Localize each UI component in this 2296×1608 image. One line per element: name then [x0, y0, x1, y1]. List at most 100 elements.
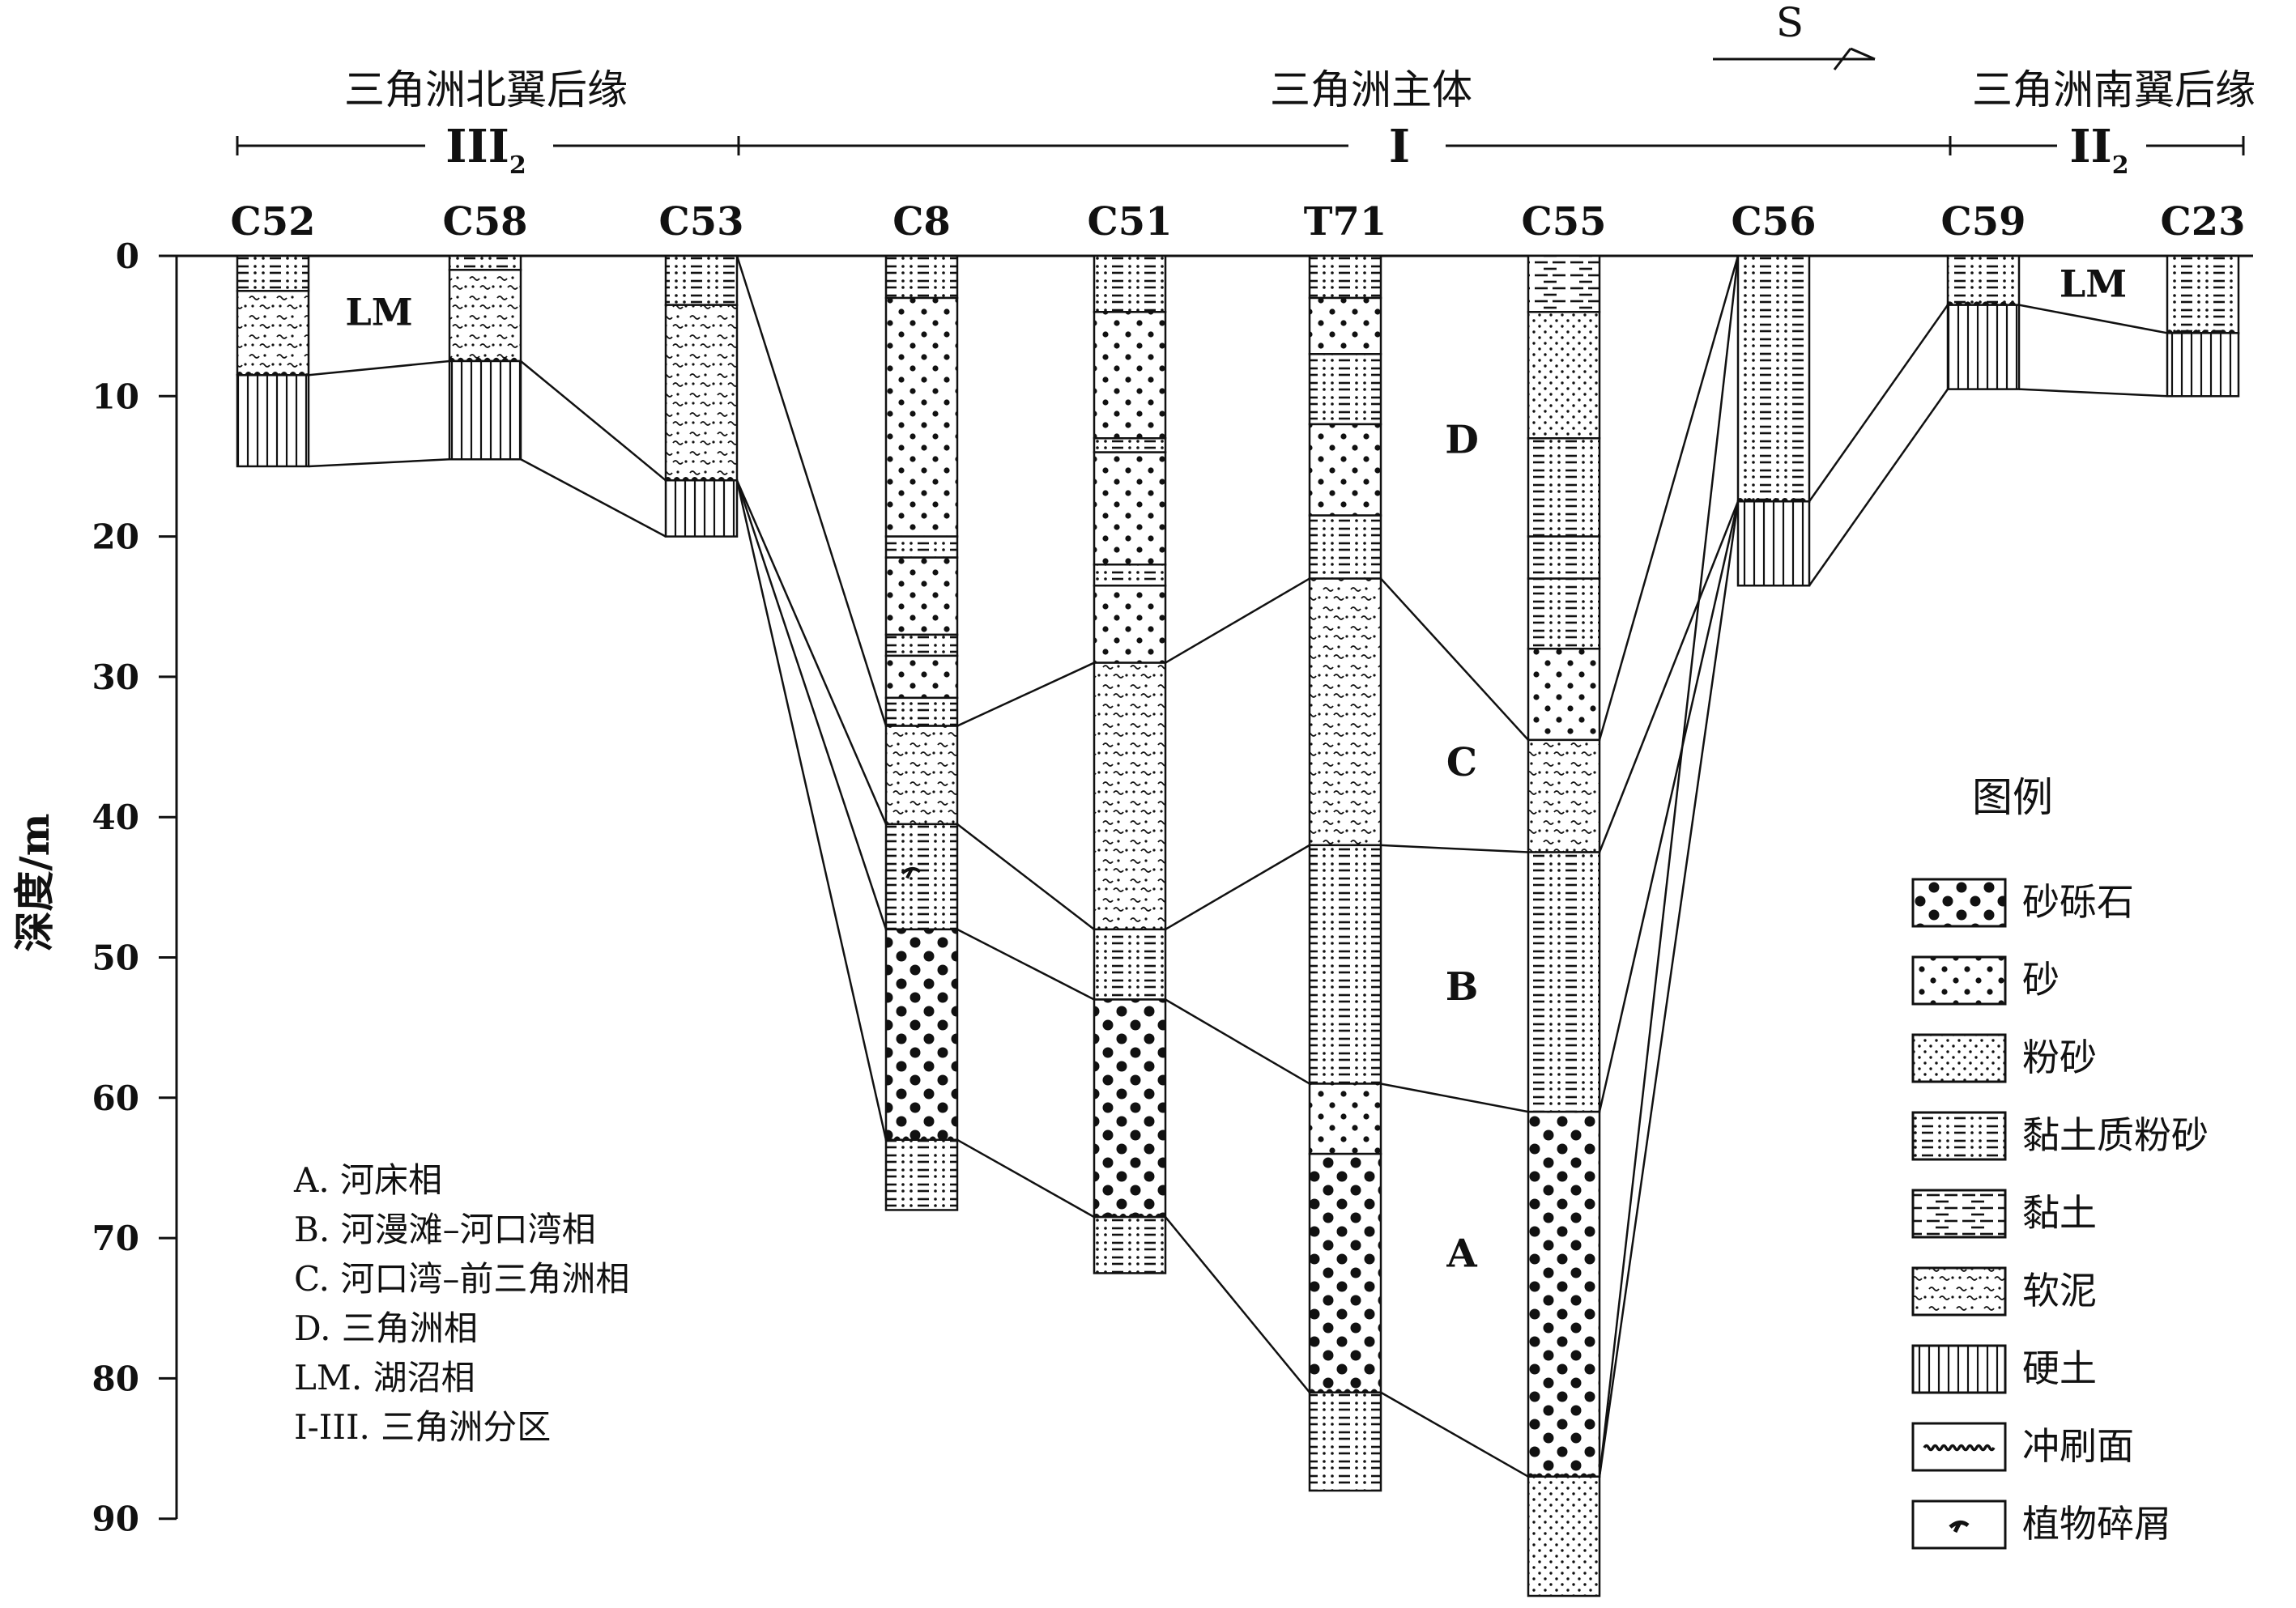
correlation-line: [1165, 1216, 1310, 1393]
layer-clayey-silt: [1308, 844, 1382, 1085]
correlation-line: [520, 360, 667, 482]
layer-clayey-silt: [1308, 1391, 1382, 1492]
borehole-label: C53: [659, 199, 744, 245]
unit-label: B: [1446, 964, 1479, 1010]
layer-clayey-silt: [884, 535, 959, 559]
correlation-line: [1598, 500, 1740, 1112]
borehole-label: C51: [1088, 199, 1173, 245]
layer-silt: [1527, 311, 1601, 440]
correlation-line: [1598, 255, 1740, 741]
y-tick-label: 70: [92, 1219, 139, 1258]
borehole-c59: C59: [1941, 199, 2026, 390]
correlation-line: [1598, 255, 1740, 1477]
direction-label: S: [1776, 0, 1804, 46]
layer-gravel: [884, 928, 959, 1142]
borehole-label: C58: [443, 199, 528, 245]
y-tick-label: 10: [92, 376, 139, 416]
borehole-c56: C56: [1732, 199, 1817, 587]
y-tick-label: 40: [92, 798, 139, 837]
legend-item-plant: 植物碎屑: [1911, 1500, 2171, 1550]
correlation-line: [956, 823, 1095, 930]
y-tick-label: 30: [92, 657, 139, 697]
y-tick-label: 60: [92, 1078, 139, 1118]
layer-soft-mud: [884, 725, 959, 826]
legend-item-clay: 黏土: [1911, 1189, 2097, 1239]
correlation-line: [1380, 577, 1529, 741]
zone-range-bar: [236, 136, 2245, 155]
correlation-line: [956, 661, 1095, 727]
borehole-label: C55: [1522, 199, 1607, 245]
layer-clayey-silt: [1308, 353, 1382, 426]
layer-clayey-silt: [1527, 535, 1601, 580]
borehole-c23: C23: [2161, 199, 2246, 398]
layer-sand: [1093, 585, 1167, 664]
layer-clayey-silt: [1093, 437, 1167, 453]
layer-soft-mud: [236, 290, 310, 376]
borehole-c53: C53: [659, 199, 744, 538]
layer-soft-mud: [448, 269, 522, 363]
correlation-line: [1598, 501, 1740, 1477]
scour-line-icon: [1923, 1444, 1996, 1452]
correlation-line: [1380, 1391, 1529, 1478]
layer-gravel: [1093, 998, 1167, 1219]
layer-hard-soil: [236, 374, 310, 468]
layer-sand: [884, 654, 959, 700]
legend-label: 软泥: [2022, 1269, 2097, 1312]
borehole-t71: T71: [1304, 199, 1387, 1492]
layer-clayey-silt: [1527, 851, 1601, 1113]
layer-clayey-silt: [884, 633, 959, 657]
facies-note: I-III. 三角洲分区: [294, 1407, 551, 1447]
layer-clayey-silt: [884, 1138, 959, 1211]
borehole-label: C59: [1941, 199, 2026, 245]
layer-silt: [1527, 1475, 1601, 1597]
borehole-c55: C55: [1522, 199, 1607, 1597]
legend-item-silt: 粉砂: [1911, 1033, 2097, 1083]
facies-note: C. 河口湾–前三角洲相: [294, 1259, 629, 1299]
zone-code-main: I: [1389, 120, 1410, 173]
layer-clayey-silt: [236, 254, 310, 292]
unit-label: A: [1446, 1231, 1477, 1276]
layer-hard-soil: [448, 359, 522, 461]
correlation-lines: [308, 255, 2168, 1478]
legend-label: 粉砂: [2022, 1036, 2097, 1079]
y-tick-label: 50: [92, 938, 139, 978]
y-tick-label: 80: [92, 1359, 139, 1398]
zone-title-south: 三角洲南翼后缘: [1972, 66, 2256, 113]
correlation-line: [308, 458, 450, 468]
borehole-label: T71: [1304, 199, 1387, 245]
layer-sand: [1093, 311, 1167, 440]
correlation-line: [1165, 844, 1310, 930]
layer-clayey-silt: [1308, 514, 1382, 580]
soft-mud-pattern: [1911, 1266, 2007, 1317]
legend-item-gravel: 砂砾石: [1911, 878, 2134, 928]
legend-label: 黏土: [2022, 1191, 2097, 1235]
layer-soft-mud: [1093, 661, 1167, 931]
facies-note: A. 河床相: [293, 1160, 442, 1200]
correlation-line: [1380, 844, 1529, 853]
layer-clayey-silt: [448, 254, 522, 271]
layer-sand: [1093, 451, 1167, 566]
correlation-line: [520, 458, 667, 538]
borehole-label: C56: [1732, 199, 1817, 245]
borehole-label: C23: [2161, 199, 2246, 245]
borehole-label: C52: [231, 199, 316, 245]
layer-sand: [1308, 423, 1382, 517]
y-tick-label: 90: [92, 1500, 139, 1539]
legend-title: 图例: [1972, 774, 2053, 821]
layer-hard-soil: [664, 479, 739, 538]
layer-clayey-silt: [1093, 1215, 1167, 1274]
correlation-line: [1380, 1083, 1529, 1113]
borehole-c51: C51: [1088, 199, 1173, 1274]
layer-clayey-silt: [2166, 254, 2240, 334]
layer-clayey-silt: [1736, 254, 1811, 503]
correlation-line: [735, 480, 888, 1141]
legend-item-soft-mud: 软泥: [1911, 1266, 2097, 1317]
layer-clay: [1527, 254, 1601, 313]
layer-soft-mud: [1308, 577, 1382, 847]
borehole-c52: C52: [231, 199, 316, 468]
layer-gravel: [1308, 1152, 1382, 1393]
